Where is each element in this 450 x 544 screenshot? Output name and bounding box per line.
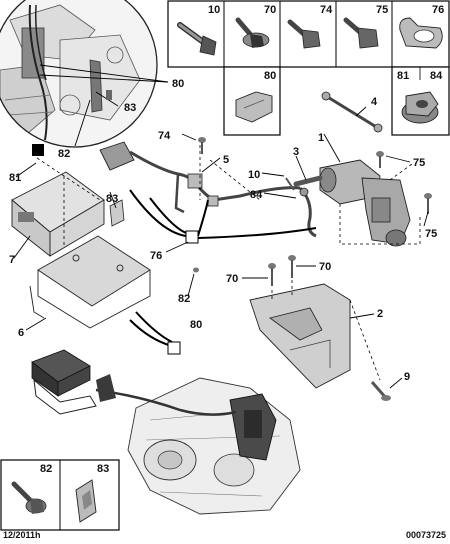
marker-76	[185, 230, 199, 244]
callout-labels: 80 83 82 81 7 83 6 76 82 80 74 5 3 1 4 1…	[9, 78, 437, 383]
callout-74: 74	[158, 130, 171, 142]
callout-5: 5	[223, 154, 229, 166]
box-label-82: 82	[40, 463, 52, 475]
connector-80-drawing	[235, 91, 273, 123]
callout-81: 81	[9, 172, 21, 184]
control-unit-drawing	[11, 171, 105, 257]
clip-83-drawing	[109, 199, 125, 227]
box-label-74: 74	[320, 4, 333, 16]
callout-9: 9	[404, 371, 410, 383]
callout-75-right: 75	[413, 157, 425, 169]
callout-84: 84	[250, 189, 263, 201]
box-label-10: 10	[208, 4, 220, 16]
gearbox-drawing	[95, 374, 301, 515]
callout-83-top: 83	[124, 102, 136, 114]
callout-82-mid: 82	[178, 293, 190, 305]
callout-80-top: 80	[172, 78, 184, 90]
parts-box-grid: 10 70 74 75 76 80 81 84	[167, 0, 450, 136]
leader-lines	[13, 106, 429, 389]
reference-code: 00073725	[405, 530, 446, 540]
callout-6: 6	[18, 327, 24, 339]
marker-81	[32, 144, 44, 156]
bolt-82-drawing	[11, 481, 47, 514]
installed-ecu-drawing	[31, 349, 97, 415]
date-code: 12/2011h	[3, 530, 41, 540]
rod-drawing	[321, 91, 383, 133]
box-label-81: 81	[397, 70, 409, 82]
callout-2: 2	[377, 308, 383, 320]
clip-76-drawing	[399, 17, 443, 49]
callout-3: 3	[293, 146, 299, 158]
callout-10: 10	[248, 169, 260, 181]
box-label-84: 84	[430, 70, 443, 82]
nut-81-84-drawing	[401, 91, 439, 124]
callout-70-right: 70	[319, 261, 331, 273]
exploded-view	[11, 90, 432, 515]
callout-83-mid: 83	[106, 193, 118, 205]
callout-75-low: 75	[425, 228, 437, 240]
bolt-75-drawing	[343, 17, 379, 49]
loose-bolts-drawing	[193, 137, 432, 401]
callout-1: 1	[318, 132, 324, 144]
box-label-83: 83	[97, 463, 109, 475]
callout-4: 4	[371, 96, 378, 108]
support-bracket-drawing	[249, 283, 351, 389]
clip-83-box-drawing	[75, 479, 97, 523]
wiring-harness-drawing	[99, 141, 317, 239]
bottom-parts-boxes: 82 83	[0, 459, 120, 531]
box-label-76: 76	[432, 4, 444, 16]
callout-76: 76	[150, 250, 162, 262]
bolt-70-drawing	[235, 17, 270, 48]
bracket-drawing	[29, 235, 151, 329]
callout-70-left: 70	[226, 273, 238, 285]
actuator-drawing	[293, 159, 411, 247]
callout-7: 7	[9, 254, 15, 266]
box-label-75: 75	[376, 4, 388, 16]
bolt-10-drawing	[177, 22, 217, 56]
callout-82-top: 82	[58, 148, 70, 160]
box-label-80: 80	[264, 70, 276, 82]
box-label-70: 70	[264, 4, 276, 16]
marker-80	[167, 341, 181, 355]
callout-80-low: 80	[190, 319, 202, 331]
zoom-detail-circle	[0, 0, 169, 148]
bolt-74-drawing	[287, 19, 321, 49]
